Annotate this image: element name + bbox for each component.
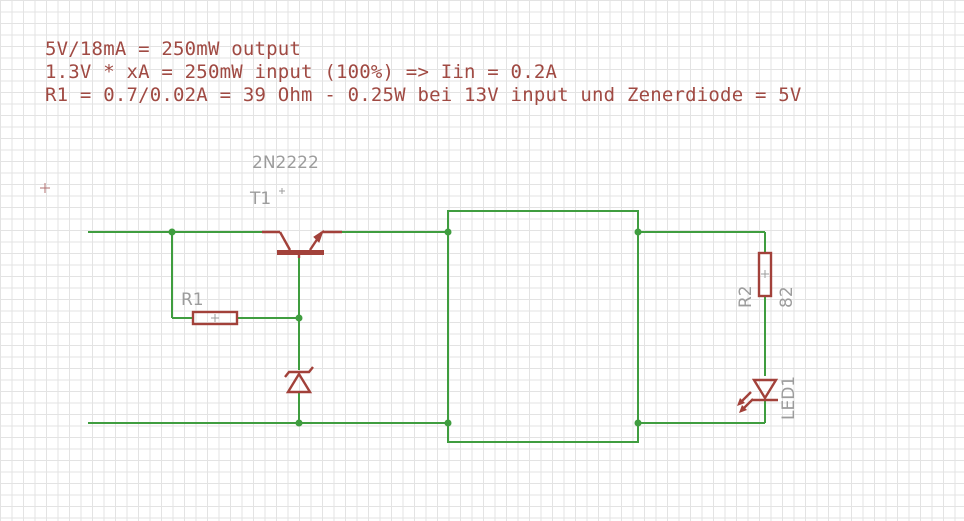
junction-dot	[444, 228, 452, 236]
junctions	[168, 228, 642, 427]
junction-dot	[168, 228, 176, 236]
calc-note-output: 5V/18mA = 250mW output	[45, 38, 302, 60]
zener-diode-symbol[interactable]	[284, 366, 314, 394]
t1-value-label: 2N2222	[252, 153, 319, 173]
resistor-r2-symbol[interactable]	[757, 251, 773, 298]
origin-marker	[40, 183, 50, 193]
junction-dot	[634, 228, 642, 236]
junction-dot	[295, 419, 303, 427]
wires	[88, 210, 766, 443]
r2-value-label: 82	[777, 286, 797, 308]
junction-dot	[634, 419, 642, 427]
led-led1-symbol[interactable]	[737, 378, 779, 413]
calc-note-r1: R1 = 0.7/0.02A = 39 Ohm - 0.25W bei 13V …	[45, 84, 802, 106]
r1-name-label: R1	[181, 290, 204, 310]
t1-name-label: T1	[249, 189, 271, 209]
resistor-r1-symbol[interactable]	[191, 310, 239, 326]
r2-name-label: R2	[736, 285, 756, 308]
junction-dot	[444, 419, 452, 427]
led1-name-label: LED1	[779, 376, 799, 420]
calc-note-input: 1.3V * xA = 250mW input (100%) => Iin = …	[45, 61, 558, 83]
module-box	[447, 210, 639, 443]
junction-dot	[295, 314, 303, 322]
transistor-t1-symbol[interactable]	[262, 188, 342, 258]
